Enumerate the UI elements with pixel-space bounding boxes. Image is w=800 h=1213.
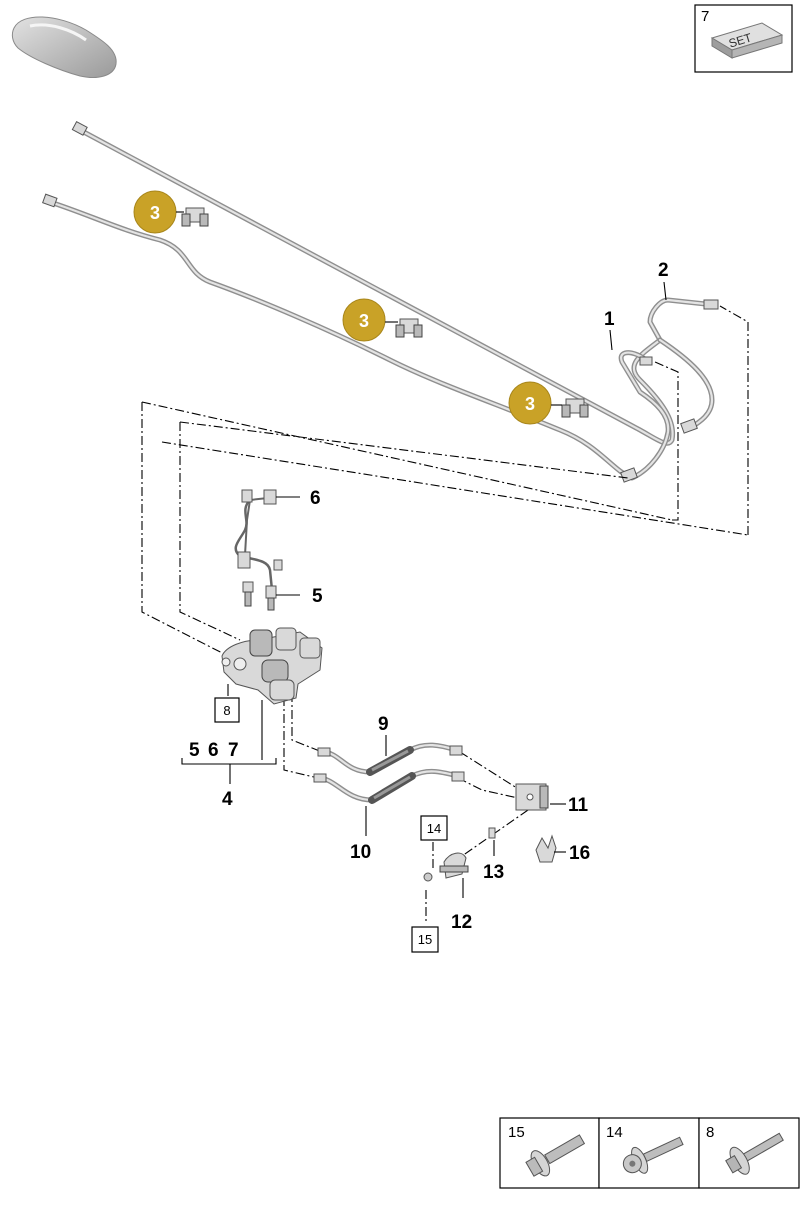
group-number-7: 7 (228, 740, 239, 761)
ref-box-15: 15 (411, 926, 439, 953)
hydraulic-unit (221, 627, 323, 760)
vehicle-icon (11, 16, 117, 78)
clip-icon (561, 398, 589, 418)
clip-16 (535, 834, 566, 863)
callout-badge-3: 3 (342, 298, 398, 342)
callout-9: 9 (378, 714, 389, 735)
badge-label: 3 (359, 311, 369, 331)
set-label: SET (727, 30, 754, 50)
bolt-flange-icon (525, 1134, 586, 1177)
callout-badge-3: 3 (133, 190, 184, 234)
wiring-harness-6 (234, 489, 300, 591)
bracket-12 (423, 852, 469, 898)
brake-line-2 (71, 120, 719, 446)
ref-box-8: 8 (214, 697, 240, 723)
callout-16: 16 (569, 843, 590, 864)
set-package-icon: SET (710, 22, 784, 59)
callout-6: 6 (310, 488, 321, 509)
badge-label: 3 (525, 394, 535, 414)
brake-hose-10 (313, 768, 465, 836)
callout-10: 10 (350, 842, 371, 863)
set-box-number: 7 (701, 8, 709, 25)
callout-12: 12 (451, 912, 472, 933)
hardware-number: 8 (706, 1124, 714, 1141)
hardware-number: 15 (508, 1124, 525, 1141)
brake-line-1 (42, 193, 671, 483)
set-box: 7 SET (694, 4, 793, 73)
ref-box-14: 14 (420, 815, 448, 841)
badge-label: 3 (150, 203, 160, 223)
callout-badge-3: 3 (508, 381, 562, 425)
ref-box-15-label: 15 (418, 932, 432, 947)
callout-4: 4 (222, 789, 233, 810)
sensor-5 (242, 581, 300, 611)
clip-icon (395, 318, 423, 338)
callout-2: 2 (658, 260, 669, 281)
ref-box-14-label: 14 (427, 821, 441, 836)
brake-hose-9 (317, 735, 463, 776)
group-number-6: 6 (208, 740, 219, 761)
callout-5: 5 (312, 586, 323, 607)
hardware-table: 15 14 8 (499, 1117, 800, 1189)
screw-13 (488, 827, 496, 856)
ref-box-8-label: 8 (223, 703, 230, 718)
group-number-5: 5 (189, 740, 200, 761)
callout-1: 1 (604, 309, 615, 330)
clip-icon (181, 207, 209, 227)
callout-11: 11 (568, 795, 589, 816)
hardware-number: 14 (606, 1124, 623, 1141)
connection-lines (141, 305, 749, 922)
bolt-torx-icon (622, 1136, 684, 1174)
distributor-block-11 (515, 783, 566, 811)
callout-13: 13 (483, 862, 504, 883)
bolt-long-icon (725, 1132, 784, 1175)
